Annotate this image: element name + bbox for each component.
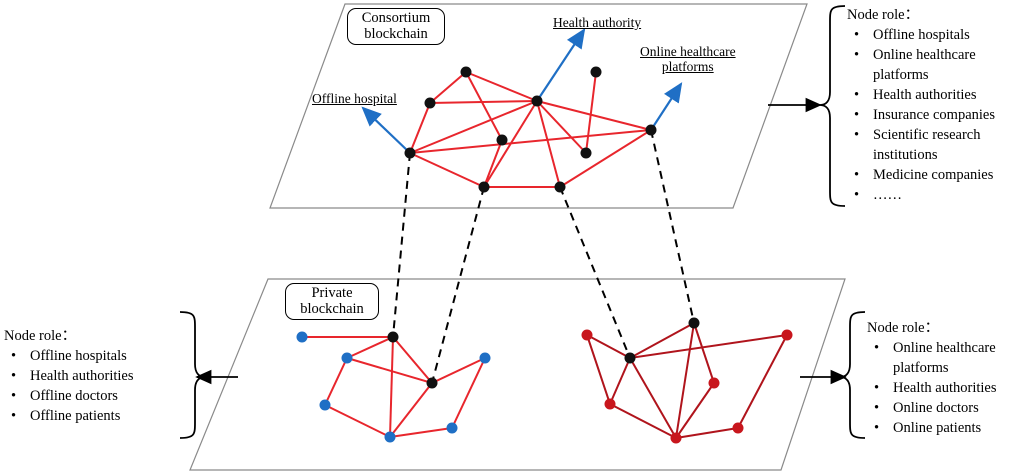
private-label-line1: Private [311,285,353,301]
node [604,398,616,410]
node [708,377,720,389]
top-right-roles: Node role： Offline hospitals Online heal… [847,5,995,205]
node [446,422,458,434]
role-item: Health authorities [847,85,995,105]
node [426,377,438,389]
role-item: Insurance companies [847,105,995,125]
role-item-continued: platforms [873,67,929,83]
node [688,317,700,329]
role-item: Offline hospitals [847,25,995,45]
role-item-continued: institutions [873,147,938,163]
role-item: Health authorities [4,366,133,386]
callout-online-platforms-line1: Online healthcare [640,44,736,59]
node [424,97,436,109]
node [781,329,793,341]
role-item: Offline doctors [4,386,133,406]
consortium-label-line2: blockchain [364,26,428,42]
private-left-nodes [296,331,491,443]
top-right-brace [819,5,846,207]
node [478,181,490,193]
node [732,422,744,434]
role-item: Scientific research [847,125,995,145]
inter-layer-links [392,129,695,384]
node [479,352,491,364]
top-right-roles-title: Node role： [847,7,920,23]
left-roles: Node role： Offline hospitals Health auth… [4,326,133,426]
node [580,147,592,159]
role-item-continued: platforms [893,360,949,376]
role-item: Online patients [867,418,996,438]
role-item: Offline patients [4,406,133,426]
node [496,134,508,146]
private-right-nodes [581,317,793,444]
consortium-edges [409,71,652,188]
role-item: Health authorities [867,378,996,398]
private-label-line2: blockchain [300,301,364,317]
left-brace [179,311,206,439]
consortium-callout-arrows [361,28,683,154]
consortium-nodes [404,66,657,193]
node [460,66,472,78]
private-right-edges [586,322,788,439]
private-plane [189,278,846,471]
node [645,124,657,136]
node [319,399,331,411]
left-roles-title: Node role： [4,328,77,344]
role-item: Online doctors [867,398,996,418]
callout-online-platforms: Online healthcare platforms [640,44,736,74]
private-left-edges [302,336,486,438]
private-label: Private blockchain [285,283,379,320]
role-item: Online healthcare [867,338,996,358]
node [590,66,602,78]
right-roles: Node role： Online healthcare platforms H… [867,318,996,438]
left-roles-list: Offline hospitals Health authorities Off… [4,346,133,426]
callout-health-authority: Health authority [553,15,642,30]
node [296,331,308,343]
role-item: Medicine companies [847,165,995,185]
node [404,147,416,159]
right-brace [839,311,866,439]
role-item: Online healthcare [847,45,995,65]
right-roles-title: Node role： [867,320,940,336]
role-item: Offline hospitals [4,346,133,366]
node [554,181,566,193]
node [624,352,636,364]
right-roles-list: Online healthcare platforms Health autho… [867,338,996,438]
callout-online-platforms-line2: platforms [661,59,714,74]
node [341,352,353,364]
callout-offline-hospital: Offline hospital [312,91,397,106]
node [384,431,396,443]
node [387,331,399,343]
consortium-label-line1: Consortium [361,10,431,26]
node [531,95,543,107]
node [670,432,682,444]
node [581,329,593,341]
top-right-roles-list: Offline hospitals Online healthcare plat… [847,25,995,205]
consortium-label: Consortium blockchain [347,8,445,45]
role-item: …… [847,185,995,205]
